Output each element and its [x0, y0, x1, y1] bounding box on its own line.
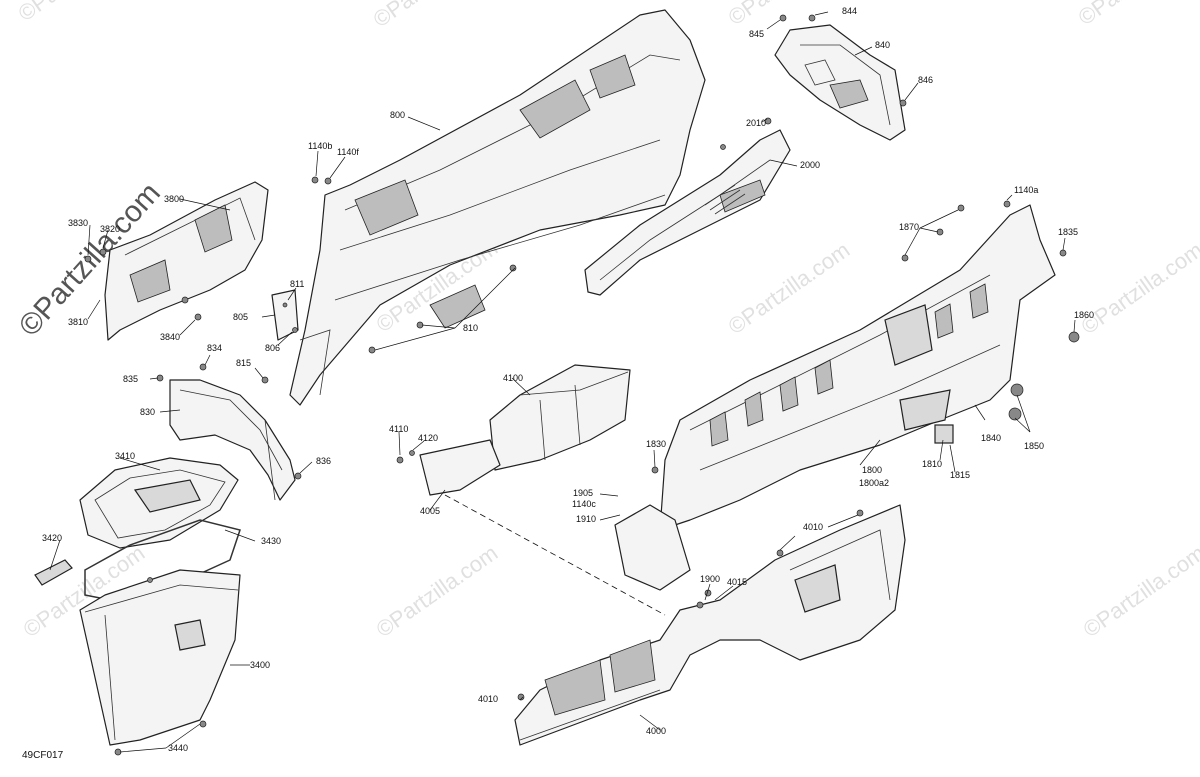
callout-4005: 4005 [420, 506, 440, 516]
callout-810: 810 [463, 323, 478, 333]
callout-3420: 3420 [42, 533, 62, 543]
callout-815: 815 [236, 358, 251, 368]
callout-1140b: 1140b [308, 141, 332, 151]
callout-1140a: 1140a [1014, 185, 1038, 195]
part-840-panel [774, 14, 907, 141]
watermark: ©Partzilla.com [1079, 540, 1200, 642]
callout-811: 811 [290, 279, 304, 289]
callout-1850: 1850 [1024, 441, 1044, 451]
part-3400-bin [79, 569, 241, 756]
part-3800-panel [84, 181, 269, 341]
diagram-code: 49CF017 [22, 750, 64, 761]
callout-1870: 1870 [899, 222, 919, 232]
callout-2000: 2000 [800, 160, 820, 170]
callout-846: 846 [918, 75, 933, 85]
callout-3810: 3810 [68, 317, 88, 327]
callout-3430: 3430 [261, 536, 281, 546]
callout-845: 845 [749, 29, 764, 39]
callout-4015: 4015 [727, 577, 747, 587]
callout-830: 830 [140, 407, 155, 417]
callout-4010-bottom: 4010 [478, 694, 498, 704]
callout-1860: 1860 [1074, 310, 1094, 320]
callout-3400: 3400 [250, 660, 270, 670]
callout-805: 805 [233, 312, 248, 322]
callout-1840: 1840 [981, 433, 1001, 443]
callout-3840: 3840 [160, 332, 180, 342]
part-2000-bracket [584, 117, 791, 296]
leader-lines [49, 11, 1076, 753]
callout-844: 844 [842, 6, 857, 16]
part-805-bracket [271, 289, 299, 341]
watermark: ©Partzilla.com [724, 0, 855, 30]
callout-3820: 3820 [100, 224, 120, 234]
watermark: ©Partzilla.com [1074, 0, 1200, 30]
callout-1835: 1835 [1058, 227, 1078, 237]
callout-3410: 3410 [115, 451, 135, 461]
callout-836: 836 [316, 456, 331, 466]
callout-1815: 1815 [950, 470, 970, 480]
callout-840: 840 [875, 40, 890, 50]
callout-2010: 2010 [746, 118, 766, 128]
part-830-bracket [156, 363, 302, 501]
callout-1810: 1810 [922, 459, 942, 469]
part-4100-box [396, 364, 631, 496]
part-3420-handle [34, 559, 73, 586]
callout-4120: 4120 [418, 433, 438, 443]
watermark: ©Partzilla.com [14, 0, 145, 26]
callout-1905: 1905 [573, 488, 593, 498]
callout-3830: 3830 [68, 218, 88, 228]
part-800-panel [289, 9, 706, 406]
callout-834: 834 [207, 343, 222, 353]
callout-1910: 1910 [576, 514, 596, 524]
watermark: ©Partzilla.com [369, 0, 500, 32]
part-3410-lid [79, 457, 239, 549]
callout-4000: 4000 [646, 726, 666, 736]
alignment-line [444, 494, 666, 616]
callout-1900: 1900 [700, 574, 720, 584]
callout-1830: 1830 [646, 439, 666, 449]
part-1800-panel [614, 200, 1080, 591]
callout-806: 806 [265, 343, 280, 353]
callout-1140f: 1140f [337, 147, 359, 157]
callout-4100: 4100 [503, 373, 523, 383]
callout-3800: 3800 [164, 194, 184, 204]
watermark: ©Partzilla.com [372, 540, 503, 642]
callout-4010-top: 4010 [803, 522, 823, 532]
callout-800: 800 [390, 110, 405, 120]
callout-1800: 1800 [862, 465, 882, 475]
callout-1140c: 1140c [572, 499, 596, 509]
callout-1800a2: 1800a2 [859, 478, 889, 488]
callout-4110: 4110 [389, 424, 408, 434]
watermark: ©Partzilla.com [1077, 237, 1200, 339]
callout-835: 835 [123, 374, 138, 384]
part-3430-gasket [84, 519, 241, 601]
part-4000-duct [514, 504, 906, 746]
callout-labels: 844 845 840 846 800 1140b 1140f 2010 200… [42, 6, 1094, 753]
callout-3440: 3440 [168, 743, 188, 753]
watermark: ©Partzilla.com [724, 237, 855, 339]
